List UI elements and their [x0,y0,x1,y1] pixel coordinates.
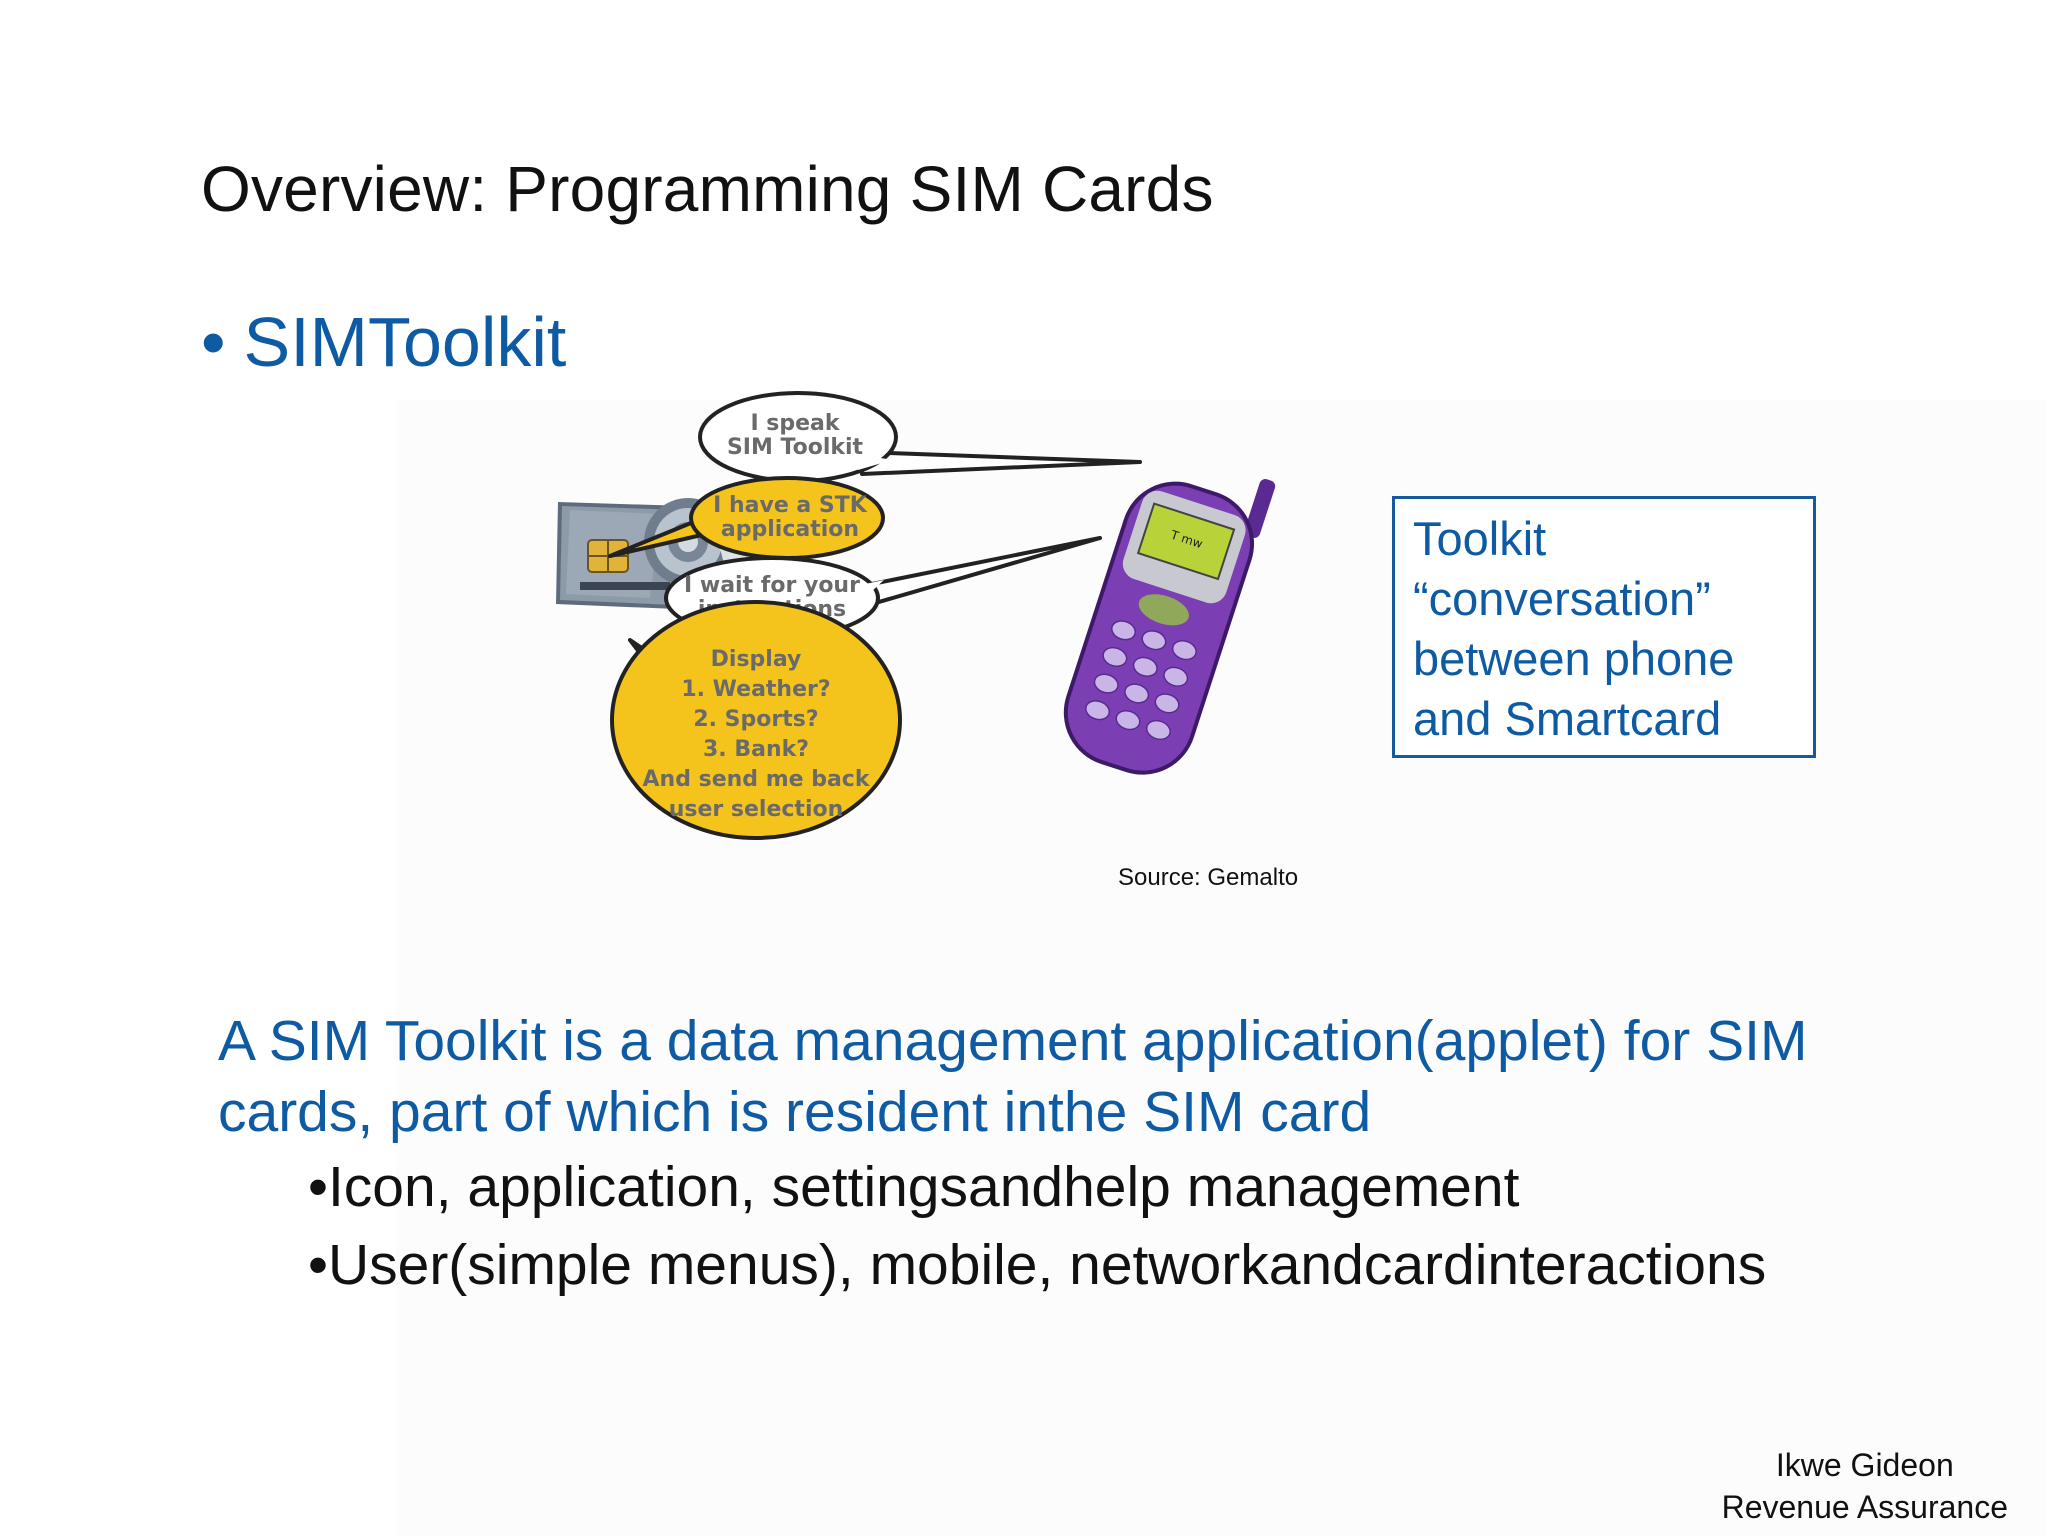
main-bullet: •SIMToolkit [201,302,566,382]
callout-line-2: “conversation” [1413,572,1711,625]
bubble-2-line-1: I have a STK [713,493,868,518]
callout-line-1: Toolkit [1413,512,1547,565]
author-role: Revenue Assurance [1721,1489,2008,1525]
description-line-2: cards, part of which is resident inthe S… [218,1080,1372,1144]
callout-line-3: between phone [1413,632,1735,685]
bubble-2-line-2: application [721,517,859,542]
author-footer: Ikwe Gideon Revenue Assurance [1722,1444,2008,1528]
description: A SIM Toolkit is a data management appli… [218,1006,1807,1148]
sub-bullet-1: •Icon, application, settingsandhelp mana… [308,1155,1520,1219]
speech-bubble-1: I speak SIM Toolkit [698,391,1142,483]
sim-toolkit-illustration: T mw I speak SIM Toolk [556,391,1276,840]
bubble-4-line-1: Display [711,647,802,672]
image-source-caption: Source: Gemalto [1118,864,1299,891]
bubble-4-line-4: 3. Bank? [703,737,809,762]
slide-title: Overview: Programming SIM Cards [201,153,1214,225]
bubble-4-line-5: And send me back [643,767,871,792]
bubble-1-line-2: SIM Toolkit [727,435,864,460]
bullet-symbol: • [201,303,226,381]
speech-bubble-4: Display 1. Weather? 2. Sports? 3. Bank? … [610,600,902,840]
main-bullet-label: SIMToolkit [243,303,567,381]
callout-line-4: and Smartcard [1413,692,1722,745]
callout-box: Toolkit “conversation” between phone and… [1392,496,1816,758]
bubble-4-line-6: user selection [669,797,844,822]
bubble-4-line-2: 1. Weather? [681,677,830,702]
mobile-phone-icon: T mw [1063,479,1276,775]
author-name: Ikwe Gideon [1775,1447,1954,1483]
bubble-3-line-1: I wait for your [684,573,860,598]
bubble-1-line-1: I speak [750,411,840,436]
speech-bubble-2: I have a STK application [608,476,885,560]
description-line-1: A SIM Toolkit is a data management appli… [218,1009,1808,1073]
bubble-4-line-3: 2. Sports? [693,707,818,732]
sub-bullet-2: •User(simple menus), mobile, networkandc… [308,1233,1767,1297]
